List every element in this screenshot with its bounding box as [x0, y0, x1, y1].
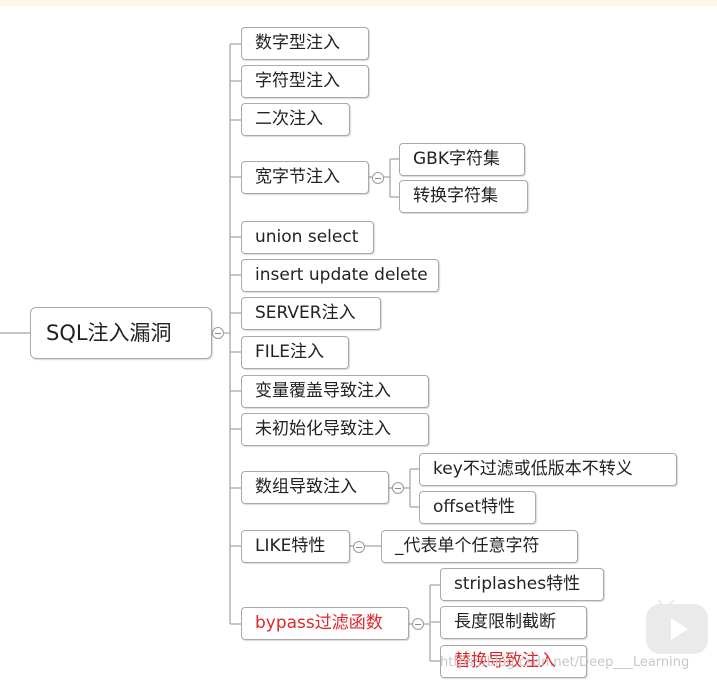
- branch-label: 未初始化导致注入: [255, 419, 391, 439]
- root-label: SQL注入漏洞: [46, 320, 172, 345]
- branch-variable-overwrite-injection[interactable]: 变量覆盖导致注入: [241, 375, 429, 408]
- leaf-length-limit-truncation[interactable]: 長度限制截断: [440, 606, 587, 639]
- leaf-gbk-charset[interactable]: GBK字符集: [399, 143, 525, 176]
- branch-string-injection[interactable]: 字符型注入: [241, 65, 369, 98]
- branch-label: SERVER注入: [255, 303, 356, 323]
- branch-numeric-injection[interactable]: 数字型注入: [241, 27, 369, 60]
- leaf-label: 转换字符集: [413, 186, 498, 206]
- branch-label: 数字型注入: [255, 33, 340, 53]
- branch-label: 数组导致注入: [255, 477, 357, 497]
- branch-label: LIKE特性: [255, 536, 326, 556]
- branch-insert-update-delete[interactable]: insert update delete: [241, 259, 439, 292]
- branch-uninitialized-injection[interactable]: 未初始化导致注入: [241, 413, 429, 446]
- branch-like-feature[interactable]: LIKE特性: [241, 530, 350, 563]
- branch-label: insert update delete: [255, 265, 428, 285]
- leaf-striplashes-feature[interactable]: striplashes特性: [440, 568, 604, 601]
- leaf-underscore-wildcard[interactable]: _代表单个任意字符: [381, 530, 578, 563]
- root-collapse-toggle-icon[interactable]: [212, 327, 224, 339]
- leaf-replace-injection[interactable]: 替换导致注入: [440, 645, 587, 678]
- wide-byte-collapse-toggle-icon[interactable]: [372, 172, 384, 184]
- leaf-label: _代表单个任意字符: [395, 536, 540, 556]
- branch-wide-byte-injection[interactable]: 宽字节注入: [241, 161, 369, 194]
- branch-array-injection[interactable]: 数组导致注入: [241, 471, 389, 504]
- top-strip: [0, 0, 717, 6]
- branch-label: union select: [255, 227, 359, 247]
- branch-server-injection[interactable]: SERVER注入: [241, 297, 381, 330]
- branch-file-injection[interactable]: FILE注入: [241, 336, 349, 369]
- branch-second-order-injection[interactable]: 二次注入: [241, 103, 350, 136]
- branch-bypass-filter-function[interactable]: bypass过滤函数: [241, 607, 409, 640]
- like-collapse-toggle-icon[interactable]: [353, 541, 365, 553]
- branch-label: FILE注入: [255, 342, 325, 362]
- leaf-label: 替换导致注入: [454, 651, 556, 671]
- branch-label: 宽字节注入: [255, 167, 340, 187]
- branch-label: 变量覆盖导致注入: [255, 381, 391, 401]
- branch-label: 二次注入: [255, 109, 323, 129]
- leaf-label: key不过滤或低版本不转义: [433, 459, 633, 479]
- play-button-icon: [646, 604, 708, 654]
- leaf-convert-charset[interactable]: 转换字符集: [399, 180, 528, 213]
- leaf-label: striplashes特性: [454, 574, 581, 594]
- root-node-sql-injection[interactable]: SQL注入漏洞: [30, 307, 212, 359]
- leaf-key-not-filtered[interactable]: key不过滤或低版本不转义: [419, 453, 677, 486]
- branch-union-select[interactable]: union select: [241, 221, 374, 254]
- watermark-url: https://blog.csdn.net/Deep___Learning: [440, 655, 690, 670]
- array-collapse-toggle-icon[interactable]: [392, 482, 404, 494]
- bypass-collapse-toggle-icon[interactable]: [412, 618, 424, 630]
- leaf-label: offset特性: [433, 497, 516, 517]
- leaf-label: GBK字符集: [413, 149, 500, 169]
- leaf-label: 長度限制截断: [454, 612, 556, 632]
- leaf-offset-feature[interactable]: offset特性: [419, 491, 536, 524]
- branch-label: bypass过滤函数: [255, 613, 383, 633]
- branch-label: 字符型注入: [255, 71, 340, 91]
